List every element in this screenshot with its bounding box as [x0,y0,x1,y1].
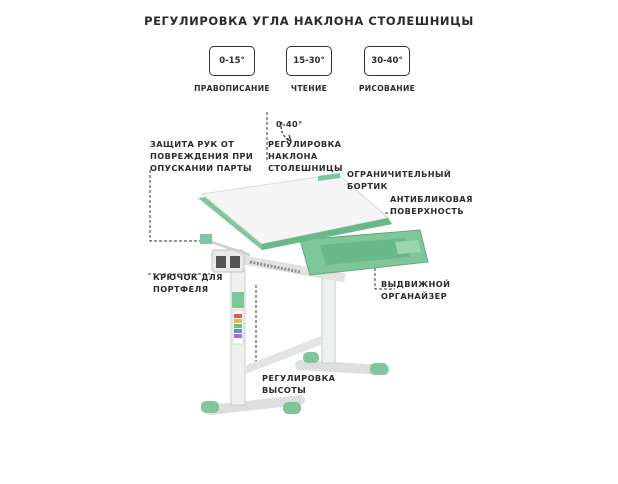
foot-cap [201,401,219,413]
angle-box-reading: 15-30° [286,46,332,76]
bag-hook-slot [230,256,240,268]
angle-range: 0-15° [219,56,245,66]
tilt-adjust-label: РЕГУЛИРОВКА НАКЛОНА СТОЛЕШНИЦЫ [268,139,343,173]
desk-base [201,352,390,415]
angle-caption-reading: ЧТЕНИЕ [290,84,328,93]
angle-range: 30-40° [371,56,403,66]
angle-range: 15-30° [293,56,325,66]
bag-hook-label: КРЮЧОК ДЛЯ ПОРТФЕЛЯ [153,272,223,294]
hand-protect-label: ЗАЩИТА РУК ОТ ПОВРЕЖДЕНИЯ ПРИ ОПУСКАНИИ … [150,139,254,173]
organizer-label: ВЫДВИЖНОЙ ОРГАНАЙЗЕР [381,279,451,301]
limit-edge [318,173,340,181]
leader-hand-protect [149,170,205,242]
desk-frame [200,234,346,283]
page-title: РЕГУЛИРОВКА УГЛА НАКЛОНА СТОЛЕШНИЦЫ [144,14,474,28]
desk-tabletop [198,173,392,250]
limit-edge-label: ОГРАНИЧИТЕЛЬНЫЙ БОРТИК [347,169,452,191]
antiglare-label: АНТИБЛИКОВАЯ ПОВЕРХНОСТЬ [390,194,473,216]
foot-cap [303,352,319,363]
tilt-arc-icon [280,121,292,143]
angle-box-drawing: 30-40° [364,46,410,76]
angle-caption-drawing: РИСОВАНИЕ [358,84,416,93]
foot-cap [370,363,388,375]
height-lock [232,292,244,308]
hand-guard [200,234,212,244]
foot-cap [283,402,301,414]
angle-caption-writing: ПРАВОПИСАНИЕ [194,84,270,93]
angle-box-writing: 0-15° [209,46,255,76]
tilt-range-label: 0-40° [276,119,303,129]
bag-hook-slot [216,256,226,268]
drawer-organizer [299,229,429,276]
height-adjust-label: РЕГУЛИРОВКА ВЫСОТЫ [262,373,336,395]
